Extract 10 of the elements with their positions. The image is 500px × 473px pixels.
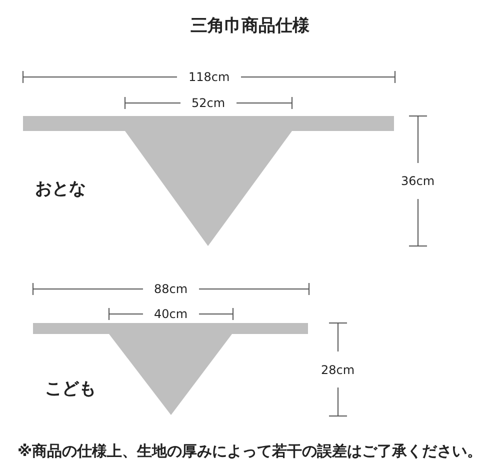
dimension-label: 40cm	[154, 307, 188, 321]
size-label: こども	[45, 378, 96, 400]
dimension-label: 36cm	[401, 174, 435, 188]
size-label: おとな	[35, 178, 86, 200]
dimension-label: 52cm	[192, 96, 226, 110]
title: 三角巾商品仕様	[190, 14, 310, 36]
dimension-label: 28cm	[321, 362, 355, 376]
caption: ※商品の仕様上、生地の厚みによって若干の誤差はご了承ください。	[18, 442, 482, 460]
dimension-label: 88cm	[154, 282, 188, 296]
dimension-label: 118cm	[188, 70, 230, 84]
